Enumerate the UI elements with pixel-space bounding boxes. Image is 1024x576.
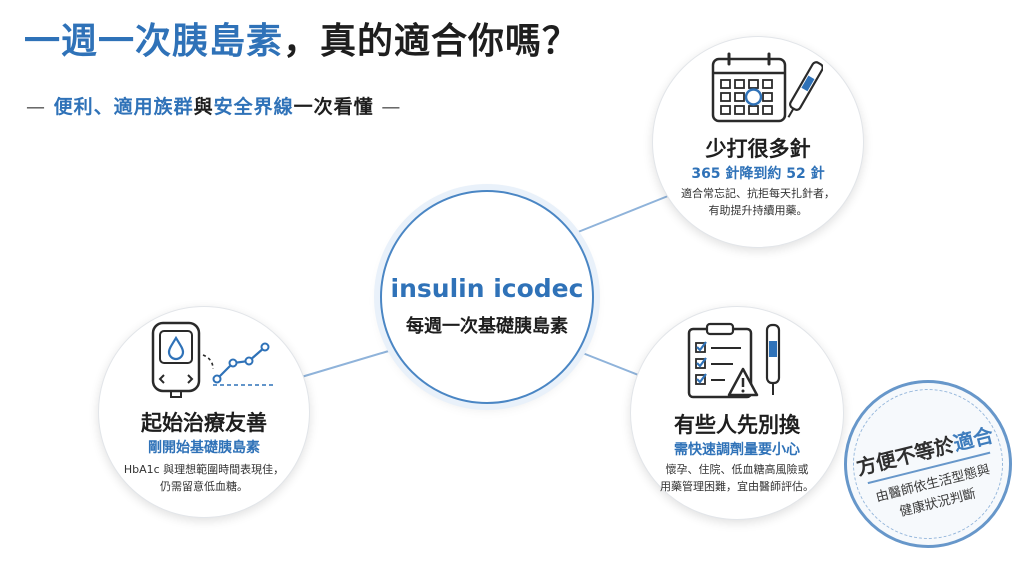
connector-left [297, 349, 393, 379]
page-title: 一週一次胰島素，真的適合你嗎？ [24, 22, 579, 62]
node-description-line: 仍需留意低血糖。 [160, 480, 248, 493]
subtitle-dash-right: — [381, 96, 402, 118]
node-beginner-friendly: 起始治療友善 剛開始基礎胰島素 HbA1c 與理想範圍時間表現佳， 仍需留意低血… [98, 306, 310, 518]
calendar-pen-icon [711, 52, 823, 123]
checklist-warning-pen-icon [687, 322, 781, 399]
node-title: 起始治療友善 [141, 411, 267, 435]
node-description: HbA1c 與理想範圍時間表現佳， 仍需留意低血糖。 [99, 461, 309, 495]
node-description: 懷孕、住院、低血糖高風險或 用藥管理困難，宜由醫師評估。 [631, 461, 843, 495]
node-subtitle: 剛開始基礎胰島素 [148, 440, 260, 456]
subtitle-part-and: 與 [193, 96, 214, 118]
page-subtitle: — 便利、適用族群與安全界線一次看懂 — [26, 92, 401, 119]
center-title-zh: 每週一次基礎胰島素 [406, 316, 568, 337]
node-subtitle: 365 針降到約 52 針 [691, 166, 825, 182]
node-description-line: 懷孕、住院、低血糖高風險或 [665, 463, 809, 476]
center-node: insulin icodec 每週一次基礎胰島素 [380, 190, 594, 404]
subtitle-part-safety: 安全界線 [213, 96, 294, 118]
node-title: 有些人先別換 [674, 413, 800, 437]
node-caution-switching: 有些人先別換 需快速調劑量要小心 懷孕、住院、低血糖高風險或 用藥管理困難，宜由… [630, 306, 844, 520]
node-subtitle: 需快速調劑量要小心 [674, 442, 800, 458]
center-title-en: insulin icodec [390, 274, 584, 303]
connector-right [579, 351, 647, 379]
connector-top [577, 195, 669, 233]
node-fewer-injections: 少打很多針 365 針降到約 52 針 適合常忘記、抗拒每天扎針者， 有助提升持… [652, 36, 864, 248]
subtitle-part-convenience: 便利、適用族群 [53, 96, 194, 118]
node-description-line: 適合常忘記、抗拒每天扎針者， [681, 187, 835, 200]
title-highlight: 一週一次胰島素 [24, 21, 284, 62]
node-description: 適合常忘記、抗拒每天扎針者， 有助提升持續用藥。 [653, 185, 863, 219]
title-question: ，真的適合你嗎？ [283, 21, 580, 62]
node-description-line: HbA1c 與理想範圍時間表現佳， [123, 463, 285, 476]
node-description-line: 有助提升持續用藥。 [708, 204, 808, 217]
node-title: 少打很多針 [705, 137, 811, 161]
subtitle-dash-left: — [26, 96, 46, 118]
glucose-meter-chart-icon [151, 321, 273, 398]
node-description-line: 用藥管理困難，宜由醫師評估。 [660, 480, 814, 493]
subtitle-part-understand: 一次看懂 [293, 96, 374, 118]
